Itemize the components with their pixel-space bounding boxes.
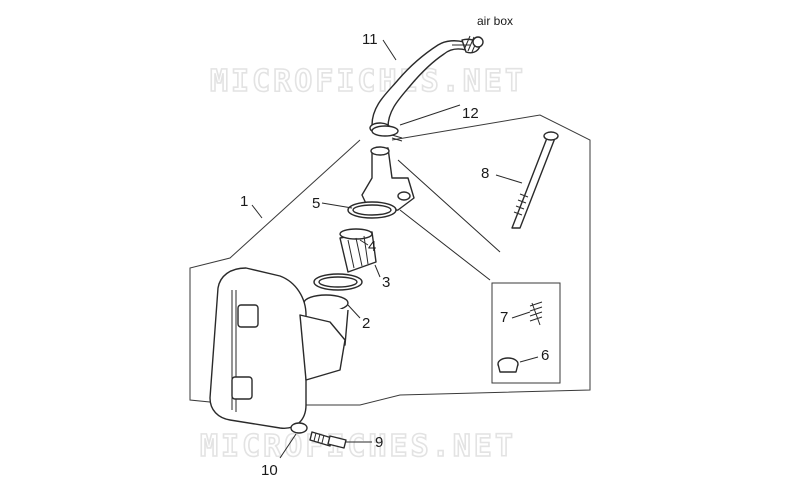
leader-1	[251, 204, 263, 219]
callout-12: 12	[462, 105, 479, 122]
leader-10	[279, 433, 297, 459]
detail-box	[491, 282, 561, 384]
washer-part	[290, 422, 308, 434]
assembly-frame	[189, 114, 591, 406]
callout-3: 3	[382, 274, 390, 291]
o-ring-upper-inner	[352, 204, 392, 216]
leader-3	[374, 264, 381, 278]
callout-2: 2	[362, 315, 370, 332]
callout-4: 4	[368, 238, 376, 255]
callout-9: 9	[375, 434, 383, 451]
watermark-bottom: MICROFICHES.NET	[200, 429, 516, 464]
air-box-label: air box	[477, 14, 513, 28]
bolt-part	[309, 431, 347, 449]
small-cap-part	[497, 357, 519, 373]
filter-cap-part	[339, 228, 377, 273]
long-bolt-part	[511, 131, 559, 229]
callout-11: 11	[362, 31, 378, 48]
callout-7: 7	[500, 309, 508, 326]
guide-line-b	[399, 209, 491, 281]
leader-8	[495, 174, 523, 184]
leader-2	[347, 304, 361, 319]
leader-4	[359, 239, 369, 246]
leader-6	[519, 356, 539, 363]
callout-6: 6	[541, 347, 549, 364]
oil-tank-body	[209, 267, 346, 429]
o-ring-middle-inner	[318, 276, 358, 288]
callout-5: 5	[312, 195, 320, 212]
spring-part	[529, 301, 543, 326]
leader-5	[321, 202, 353, 209]
leader-7	[511, 311, 531, 319]
clamp-part	[371, 35, 484, 142]
upper-fitting-part	[361, 146, 415, 213]
callout-1: 1	[240, 193, 248, 210]
callout-8: 8	[481, 165, 489, 182]
guide-line-a	[397, 159, 501, 253]
watermark-top: MICROFICHES.NET	[210, 64, 526, 99]
leader-12	[399, 104, 461, 126]
leader-11	[382, 39, 397, 61]
callout-10: 10	[261, 462, 278, 479]
